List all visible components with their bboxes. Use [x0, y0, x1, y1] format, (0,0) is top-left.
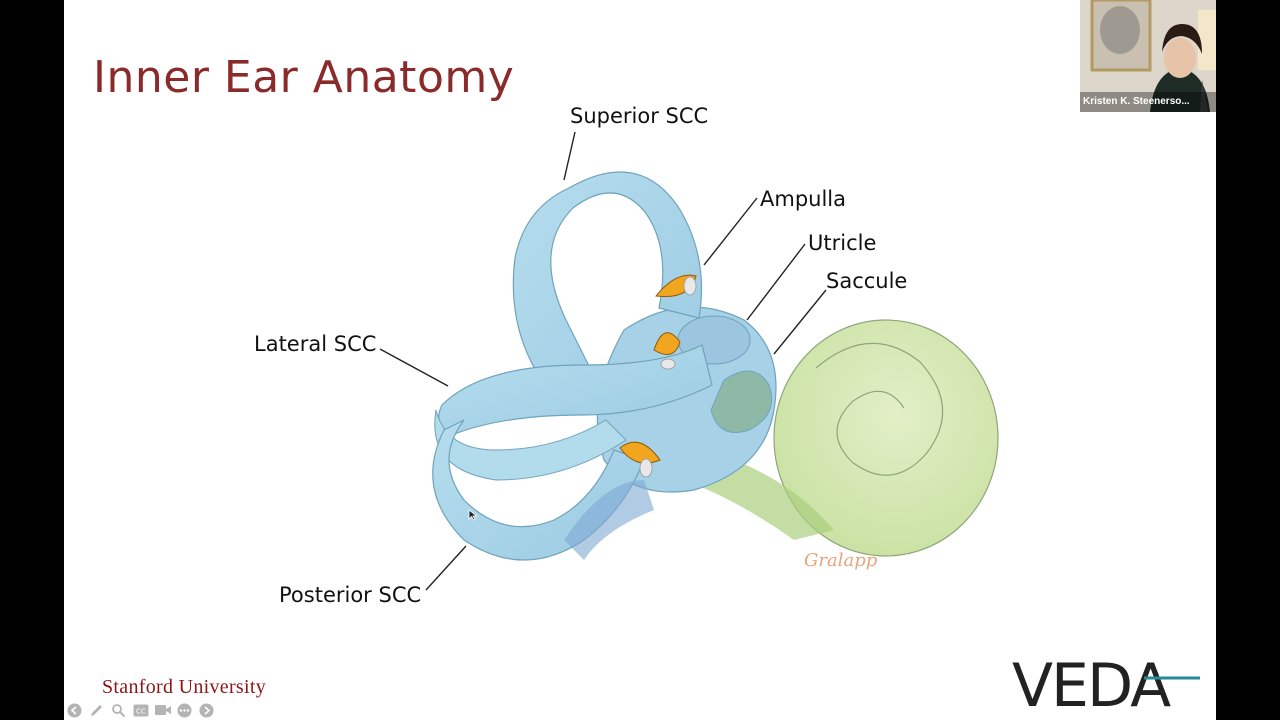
label-ampulla: Ampulla [760, 187, 846, 211]
inner-ear-illustration [379, 131, 999, 591]
presentation-slide: Inner Ear Anatomy [64, 0, 1216, 720]
captions-icon[interactable]: CC [132, 702, 149, 718]
veda-logo: VEDA [1012, 651, 1200, 716]
label-saccule: Saccule [826, 269, 908, 293]
label-lateral-scc: Lateral SCC [254, 332, 377, 356]
next-slide-icon[interactable] [198, 702, 215, 718]
svg-text:CC: CC [136, 707, 146, 715]
camera-icon[interactable] [154, 702, 171, 718]
participant-name: Kristen K. Steenerso... [1080, 92, 1216, 112]
prev-slide-icon[interactable] [66, 702, 83, 718]
illustrator-signature: Gralapp [804, 550, 878, 571]
svg-text:VEDA: VEDA [1012, 651, 1171, 716]
pen-icon[interactable] [88, 702, 105, 718]
stanford-logo-text: Stanford University [102, 676, 267, 698]
label-superior-scc: Superior SCC [570, 104, 709, 128]
label-posterior-scc: Posterior SCC [279, 583, 422, 607]
presenter-toolbar: CC [66, 702, 215, 718]
participant-video-frame [1080, 0, 1216, 112]
participant-video-tile[interactable]: Kristen K. Steenerso... [1080, 0, 1216, 112]
slide-title: Inner Ear Anatomy [93, 52, 515, 103]
ampulla-crista [619, 274, 697, 478]
label-utricle: Utricle [808, 231, 877, 255]
more-icon[interactable] [176, 702, 193, 718]
mouse-pointer-icon [468, 509, 478, 521]
zoom-icon[interactable] [110, 702, 127, 718]
